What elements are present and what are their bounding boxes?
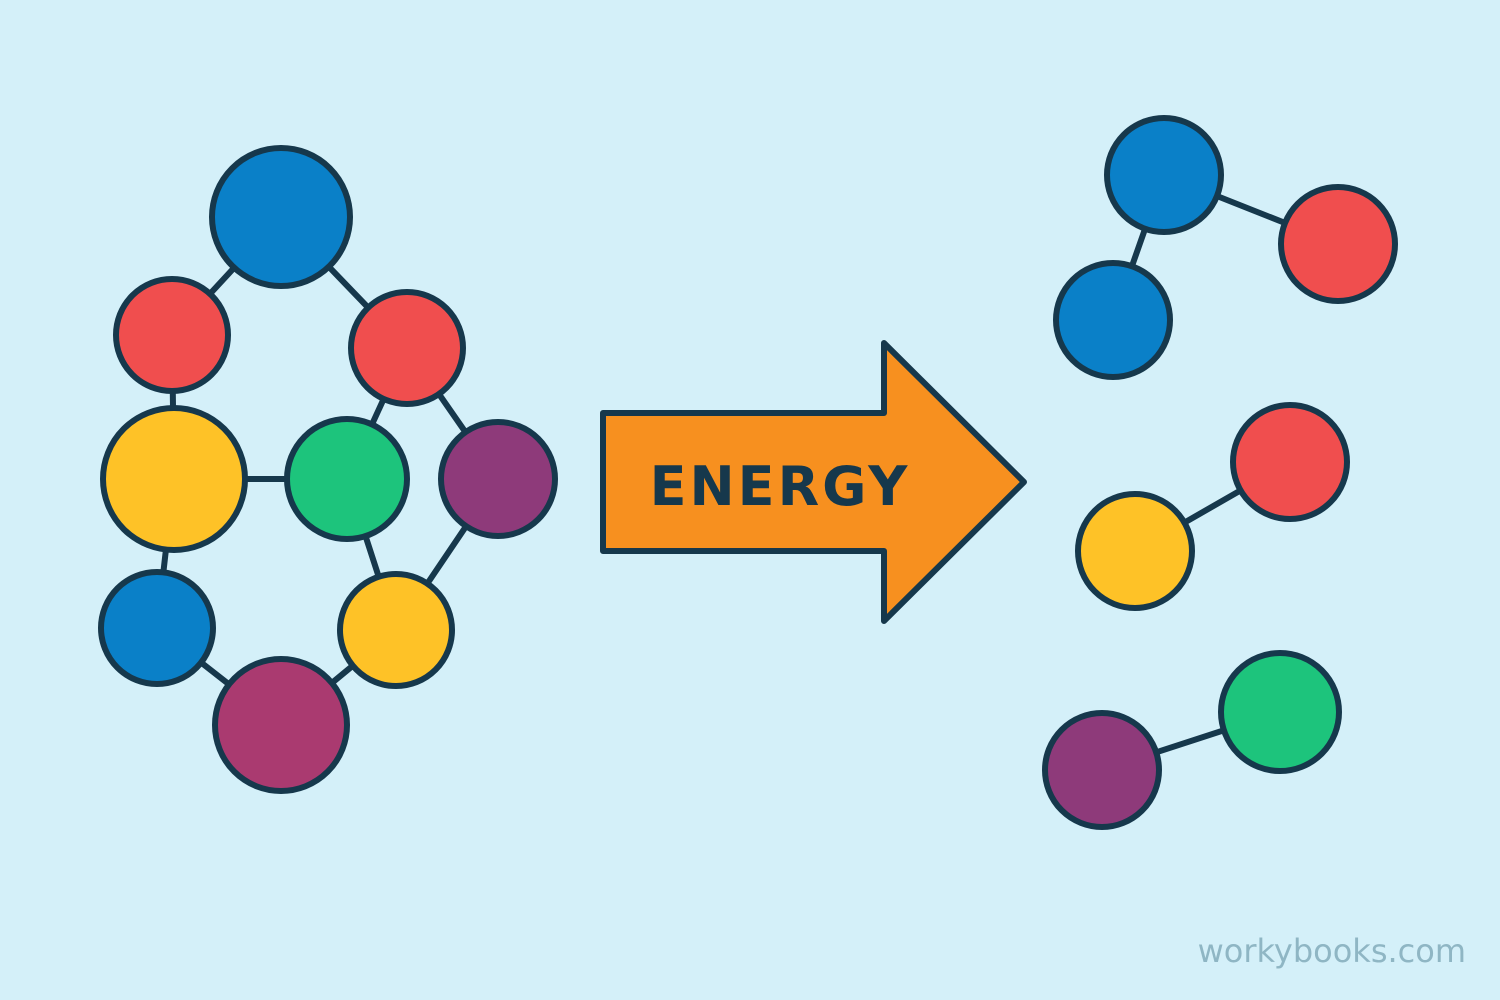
atom-p1 [1104, 115, 1224, 235]
atom-p2 [1278, 184, 1398, 304]
atom-a8 [337, 571, 455, 689]
atom-p6 [1218, 650, 1342, 774]
atom-p3 [1053, 260, 1173, 380]
product-molecule-2 [1075, 402, 1350, 611]
reactant-molecule [98, 145, 558, 794]
atom-a5 [284, 416, 410, 542]
atom-a7 [98, 569, 216, 687]
atom-a6 [438, 419, 558, 539]
atom-a1 [209, 145, 353, 289]
arrow-right-icon [600, 340, 1027, 624]
energy-arrow: ENERGY [600, 340, 1027, 624]
product-molecule-3 [1042, 650, 1342, 830]
atom-p4 [1230, 402, 1350, 522]
energy-label: ENERGY [650, 455, 911, 518]
atom-p7 [1042, 710, 1162, 830]
watermark-text: workybooks.com [1197, 932, 1466, 970]
atom-a4 [100, 405, 248, 553]
atom-a3 [348, 289, 466, 407]
atom-a9 [212, 656, 350, 794]
atom-p5 [1075, 491, 1195, 611]
product-molecule-1 [1053, 115, 1398, 380]
atom-a2 [113, 276, 231, 394]
